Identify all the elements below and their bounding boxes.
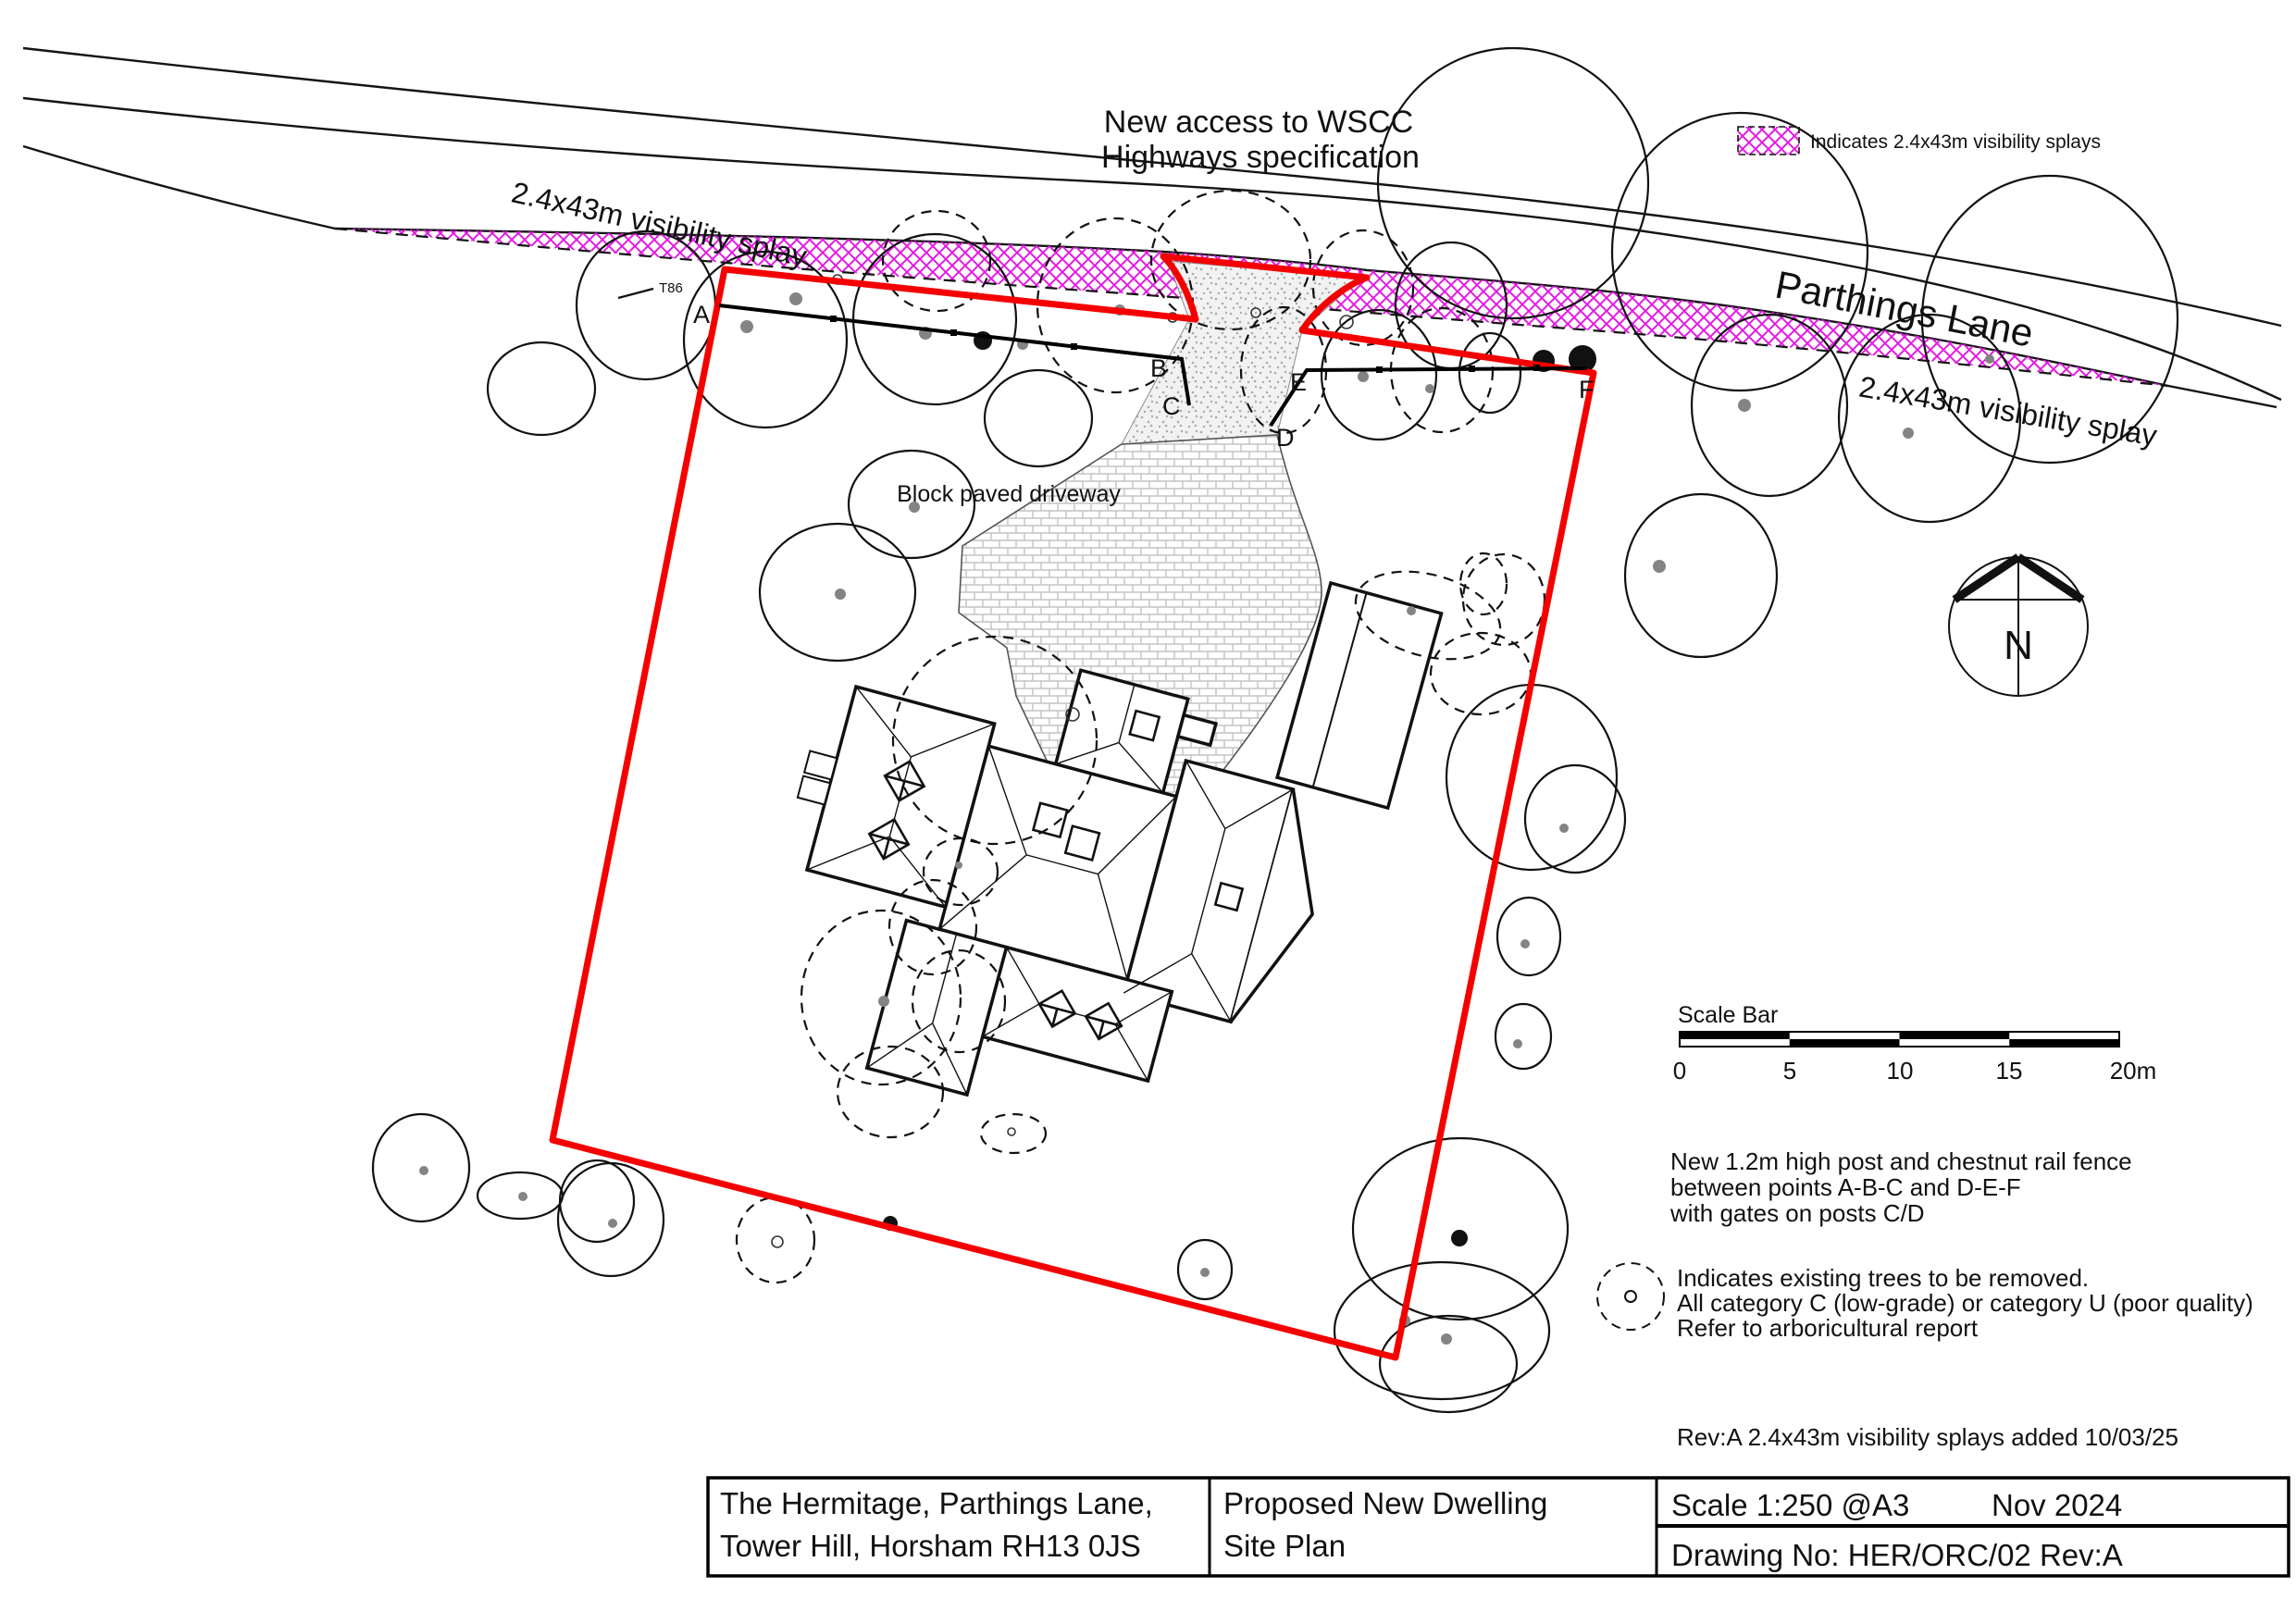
- proposed-dwelling: [796, 668, 1314, 1097]
- tree-removal-symbol-centre: [1624, 1290, 1637, 1303]
- splay-dashed-edge: [334, 227, 2169, 388]
- title-project-line2: Site Plan: [1223, 1529, 1346, 1563]
- roof-lines: [806, 684, 1294, 1096]
- scale-tick-15: 15: [1996, 1057, 2023, 1085]
- tree-trunk-dots: [419, 292, 1994, 1345]
- scale-tick-5: 5: [1783, 1057, 1796, 1085]
- north-arrow: N: [1948, 553, 2089, 697]
- title-block: The Hermitage, Parthings Lane, Tower Hil…: [706, 1476, 2290, 1578]
- garage-divider: [1311, 592, 1368, 788]
- fence-note-line2: between points A-B-C and D-E-F: [1670, 1173, 2021, 1201]
- point-label-f: F: [1579, 376, 1595, 403]
- block-paved-driveway: [958, 260, 1362, 867]
- splay-legend-swatch: [1737, 126, 1800, 155]
- north-arrow-head: [1952, 553, 2085, 603]
- scale-bar-title: Scale Bar: [1678, 1002, 1778, 1028]
- site-boundary-red-line: [549, 253, 1597, 1361]
- scale-bar-labels: 0 5 10 15 20m: [1673, 1057, 2157, 1085]
- post-and-rail-fence: A B C D E F: [693, 301, 1595, 452]
- trees-note-line1: Indicates existing trees to be removed.: [1677, 1264, 2089, 1292]
- rooflights: [867, 709, 1245, 1041]
- point-label-e: E: [1290, 368, 1307, 396]
- road-edge-middle: [22, 96, 2282, 402]
- tree-removal-symbol: [1596, 1262, 1665, 1331]
- house-porch-upper: [802, 750, 838, 781]
- scale-tick-10: 10: [1887, 1057, 1914, 1085]
- splay-hatch-area: [335, 229, 2168, 386]
- tree-tag-t86: T86: [659, 280, 683, 296]
- trees-note-line2: All category C (low-grade) or category U…: [1677, 1289, 2253, 1317]
- trees-note-line3: Refer to arboricultural report: [1677, 1314, 1979, 1342]
- new-access-note-line1: New access to WSCC: [1104, 105, 1413, 140]
- title-scale: Scale 1:250 @A3: [1671, 1488, 1909, 1522]
- garage: [1274, 580, 1444, 811]
- garage-outline: [1274, 580, 1444, 811]
- visibility-splay-band: [334, 227, 2169, 388]
- house-porch-lower: [796, 775, 832, 806]
- north-letter: N: [2004, 623, 2033, 668]
- point-label-a: A: [693, 301, 710, 329]
- title-project-line1: Proposed New Dwelling: [1223, 1486, 1547, 1520]
- title-address-line1: The Hermitage, Parthings Lane,: [720, 1486, 1153, 1520]
- notes: New 1.2m high post and chestnut rail fen…: [1596, 1147, 2253, 1451]
- point-label-b: B: [1150, 354, 1167, 382]
- driveway-label: Block paved driveway: [897, 481, 1121, 507]
- splay-legend-text: Indicates 2.4x43m visibility splays: [1810, 131, 2101, 153]
- house-chimney: [1175, 713, 1219, 748]
- splay-legend: Indicates 2.4x43m visibility splays: [1737, 126, 2101, 155]
- fence-posts: [830, 316, 1540, 373]
- scale-tick-20m: 20m: [2110, 1057, 2157, 1085]
- fence-note-line3: with gates on posts C/D: [1669, 1199, 1925, 1227]
- fence-note-line1: New 1.2m high post and chestnut rail fen…: [1670, 1147, 2132, 1175]
- road-edge-north: [22, 46, 2282, 328]
- point-label-c: C: [1162, 392, 1181, 420]
- new-access-note-line2: Highways specification: [1101, 140, 1420, 175]
- fence-point-labels: A B C D E F: [693, 301, 1595, 452]
- splay-label-left: 2.4x43m visibility splay: [509, 175, 811, 273]
- title-date: Nov 2024: [1992, 1488, 2122, 1522]
- existing-trees-to-be-removed: [735, 189, 1546, 1284]
- revision-note: Rev:A 2.4x43m visibility splays added 10…: [1677, 1423, 2178, 1451]
- house-east-gable-point: [1229, 788, 1314, 1023]
- point-label-d: D: [1276, 424, 1295, 452]
- title-drawing-no: Drawing No: HER/ORC/02 Rev:A: [1671, 1538, 2123, 1572]
- scale-tick-0: 0: [1673, 1057, 1686, 1085]
- title-address-line2: Tower Hill, Horsham RH13 0JS: [720, 1529, 1141, 1563]
- scale-bar: Scale Bar 0 5 10 15 20m: [1673, 1002, 2157, 1085]
- splay-label-right: 2.4x43m visibility splay: [1856, 370, 2159, 452]
- existing-trees-retained: [371, 46, 2179, 1414]
